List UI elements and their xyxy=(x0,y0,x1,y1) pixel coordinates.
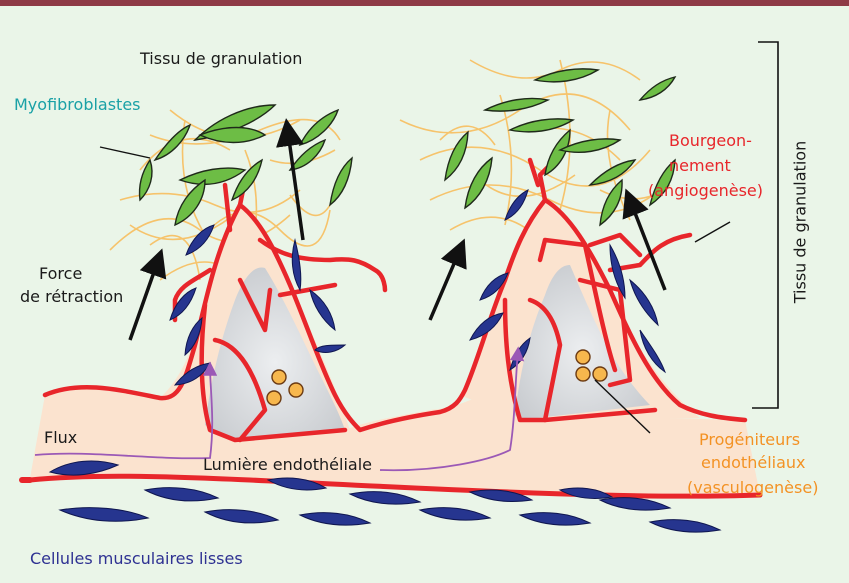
retraction-arrow-1 xyxy=(130,255,160,340)
label-myofibroblastes: Myofibroblastes xyxy=(14,94,141,115)
label-bourgeon-line3: (angiogenèse) xyxy=(648,180,763,201)
retraction-arrow-3 xyxy=(430,245,462,320)
label-cellules: Cellules musculaires lisses xyxy=(30,548,243,569)
label-progeniteurs-line3: (vasculogenèse) xyxy=(687,477,818,498)
label-tissu-granulation: Tissu de granulation xyxy=(140,48,302,69)
label-bourgeon-line2: nement xyxy=(669,155,731,176)
retraction-arrow-2 xyxy=(287,125,303,240)
label-force-line1: Force xyxy=(39,263,82,284)
tissu-bracket xyxy=(752,42,778,408)
label-flux: Flux xyxy=(44,427,77,448)
myofibroblasts xyxy=(139,69,675,225)
label-lumiere: Lumière endothéliale xyxy=(203,454,372,475)
label-progeniteurs-line2: endothéliaux xyxy=(701,452,806,473)
label-force-line2: de rétraction xyxy=(20,286,123,307)
label-progeniteurs-line1: Progéniteurs xyxy=(699,429,800,450)
retraction-arrow-4 xyxy=(628,195,665,290)
label-bourgeon-line1: Bourgeon- xyxy=(669,130,752,151)
label-tissu-vertical: Tissu de granulation xyxy=(791,141,810,303)
